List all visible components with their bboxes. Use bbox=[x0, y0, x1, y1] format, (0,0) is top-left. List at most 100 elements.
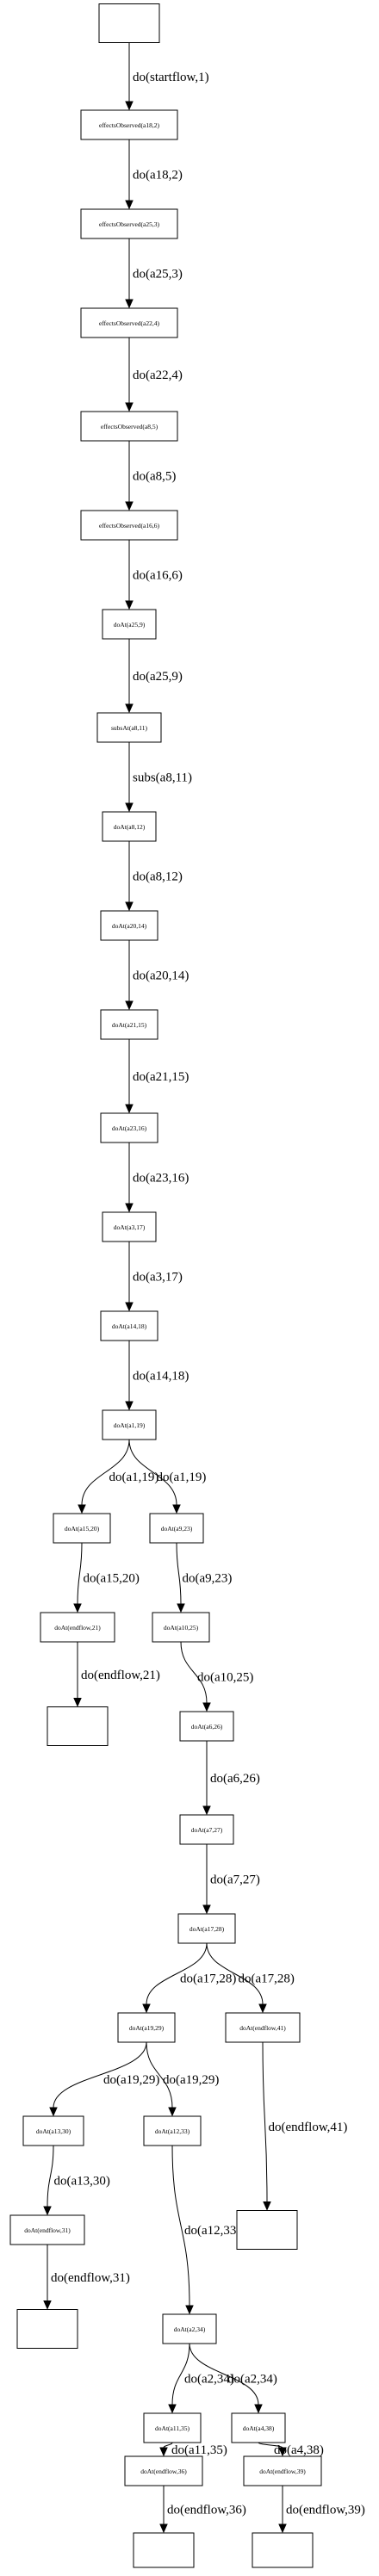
edge: do(a9,23) bbox=[176, 1542, 232, 1613]
edge-line bbox=[146, 1942, 208, 2005]
flow-node: doAt(a4,38) bbox=[231, 2412, 286, 2443]
node-box bbox=[16, 2309, 78, 2349]
edge-label: do(a17,28) bbox=[239, 1972, 295, 1986]
edge: do(a23,16) bbox=[125, 1142, 189, 1213]
node-label: doAt(endflow,21) bbox=[54, 1624, 101, 1632]
node-box bbox=[252, 2532, 314, 2568]
flow-node: doAt(a7,27) bbox=[179, 1814, 234, 1845]
edge: do(a3,17) bbox=[125, 1242, 183, 1312]
edge-label: do(a21,15) bbox=[133, 1070, 189, 1084]
edge: do(endflow,36) bbox=[159, 2486, 246, 2534]
edge-label: do(a7,27) bbox=[210, 1873, 260, 1887]
edge: do(a20,14) bbox=[125, 940, 189, 1011]
node-label: doAt(a1,19) bbox=[114, 1421, 146, 1429]
edge-line bbox=[258, 2442, 283, 2449]
edge: subs(a8,11) bbox=[125, 742, 192, 813]
node-box bbox=[80, 307, 178, 338]
edge: do(a19,29) bbox=[49, 2041, 159, 2117]
edge: do(a8,12) bbox=[125, 841, 183, 912]
arrowhead-icon bbox=[159, 2447, 168, 2457]
edge-label: do(endflow,36) bbox=[167, 2504, 246, 2517]
edge-label: do(a14,18) bbox=[133, 1370, 189, 1384]
node-box bbox=[102, 1211, 157, 1242]
arrowhead-icon bbox=[125, 600, 134, 610]
node-box bbox=[100, 1009, 158, 1040]
arrowhead-icon bbox=[43, 2300, 52, 2310]
node-box bbox=[102, 811, 157, 842]
arrowhead-icon bbox=[78, 1504, 86, 1514]
node-box bbox=[100, 910, 158, 941]
node-box bbox=[100, 1112, 158, 1143]
flow-terminal-node bbox=[98, 3, 160, 43]
node-label: doAt(a17,28) bbox=[190, 1925, 225, 1933]
node-label: subsAt(a8,11) bbox=[111, 724, 148, 732]
node-box bbox=[152, 1612, 210, 1643]
edge: do(a1,19) bbox=[128, 1439, 207, 1514]
flow-node: doAt(a15,20) bbox=[53, 1513, 111, 1544]
node-label: doAt(endflow,41) bbox=[239, 2024, 286, 2032]
arrowhead-icon bbox=[278, 2523, 287, 2534]
arrowhead-icon bbox=[202, 1702, 211, 1712]
arrowhead-icon bbox=[125, 101, 134, 111]
flow-node: doAt(endflow,36) bbox=[124, 2455, 203, 2486]
flow-node: doAt(a25,9) bbox=[102, 609, 157, 640]
arrowhead-icon bbox=[177, 1603, 185, 1613]
edge-label: do(a25,3) bbox=[133, 268, 183, 282]
edge-label: do(a12,33) bbox=[184, 2224, 240, 2238]
edge-label: do(a8,12) bbox=[133, 870, 183, 884]
node-box bbox=[236, 2210, 298, 2250]
arrowhead-icon bbox=[125, 1000, 134, 1011]
flow-terminal-node bbox=[236, 2210, 298, 2250]
edge-label: do(a1,19) bbox=[157, 1471, 207, 1484]
edge-label: do(endflow,39) bbox=[286, 2504, 365, 2517]
flow-node: doAt(a14,18) bbox=[100, 1310, 158, 1341]
arrowhead-icon bbox=[263, 2201, 271, 2211]
node-box bbox=[80, 510, 178, 541]
node-box bbox=[80, 411, 178, 442]
edge-line bbox=[189, 2343, 259, 2406]
node-box bbox=[231, 2412, 286, 2443]
flow-terminal-node bbox=[47, 1706, 109, 1746]
node-box bbox=[225, 2012, 301, 2043]
edge: do(a4,38) bbox=[258, 2442, 324, 2457]
edge-line bbox=[146, 2041, 173, 2108]
arrowhead-icon bbox=[125, 1104, 134, 1114]
node-label: doAt(a6,26) bbox=[191, 1723, 223, 1731]
arrowhead-icon bbox=[73, 1603, 82, 1613]
node-box bbox=[22, 2115, 84, 2146]
arrowhead-icon bbox=[202, 1805, 211, 1816]
node-box bbox=[80, 208, 178, 239]
edge-line bbox=[206, 1942, 264, 2005]
arrowhead-icon bbox=[43, 2206, 52, 2216]
edge-line bbox=[262, 2041, 268, 2202]
node-box bbox=[102, 1409, 157, 1440]
arrowhead-icon bbox=[159, 2523, 168, 2534]
arrowhead-icon bbox=[49, 2107, 58, 2117]
edge: do(endflow,41) bbox=[262, 2041, 347, 2211]
node-label: doAt(a21,15) bbox=[112, 1021, 147, 1029]
flow-node: doAt(a3,17) bbox=[102, 1211, 157, 1242]
edge-line bbox=[77, 1542, 83, 1605]
edge: do(a17,28) bbox=[142, 1942, 236, 2014]
flow-node: doAt(endflow,21) bbox=[40, 1612, 115, 1643]
node-box bbox=[162, 2313, 217, 2344]
node-box bbox=[96, 712, 162, 743]
node-label: doAt(a20,14) bbox=[112, 922, 147, 930]
node-box bbox=[98, 3, 160, 43]
arrowhead-icon bbox=[258, 2003, 267, 2014]
edge-label: do(a11,35) bbox=[171, 2443, 227, 2457]
flow-node: doAt(a2,34) bbox=[162, 2313, 217, 2344]
flow-node: doAt(a13,30) bbox=[22, 2115, 84, 2146]
edge-label: do(a4,38) bbox=[274, 2443, 324, 2457]
edge-line bbox=[128, 1439, 177, 1506]
node-label: doAt(a2,34) bbox=[174, 2325, 206, 2333]
node-label: doAt(endflow,39) bbox=[259, 2468, 306, 2475]
node-label: doAt(a19,29) bbox=[129, 2024, 165, 2032]
arrowhead-icon bbox=[172, 1504, 181, 1514]
edge: do(startflow,1) bbox=[125, 42, 209, 111]
node-label: effectsObserved(a25,3) bbox=[99, 220, 160, 228]
arrowhead-icon bbox=[168, 2107, 177, 2117]
node-box bbox=[177, 1913, 236, 1944]
arrowhead-icon bbox=[254, 2404, 263, 2414]
edge: do(a14,18) bbox=[125, 1341, 189, 1411]
